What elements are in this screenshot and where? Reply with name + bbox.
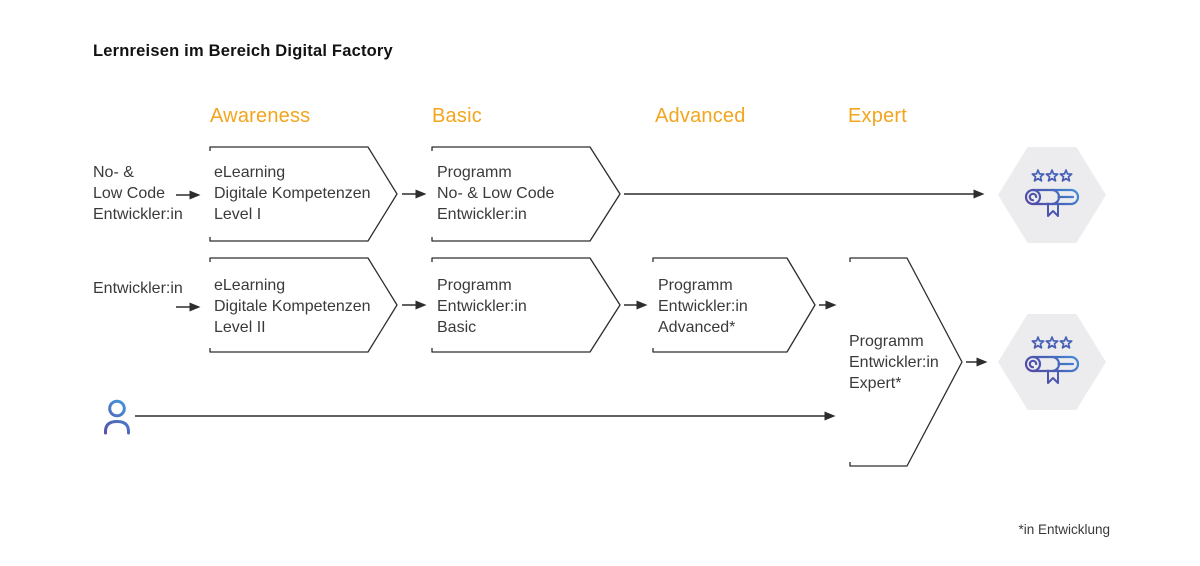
stage-basic-row2-label: Programm Entwickler:in Basic xyxy=(437,277,527,336)
stage-basic-row1-label: Programm No- & Low Code Entwickler:in xyxy=(437,164,555,223)
person-icon xyxy=(104,399,130,435)
footnote: *in Entwicklung xyxy=(1018,522,1110,537)
stage-awareness-row1-label: eLearning Digitale Kompetenzen Level I xyxy=(214,164,371,223)
certificate-badge-expert xyxy=(998,314,1106,410)
column-header-basic: Basic xyxy=(432,105,482,127)
stage-awareness-row2-label: eLearning Digitale Kompetenzen Level II xyxy=(214,277,371,336)
entry-label-entwickler: Entwickler:in xyxy=(93,280,183,297)
column-header-awareness: Awareness xyxy=(210,105,311,127)
page-title: Lernreisen im Bereich Digital Factory xyxy=(93,42,393,60)
certificate-badge-row1 xyxy=(998,147,1106,243)
entry-label-no-low-code: No- & Low Code Entwickler:in xyxy=(93,164,183,223)
column-header-advanced: Advanced xyxy=(655,105,746,127)
stage-advanced-label: Programm Entwickler:in Advanced* xyxy=(658,277,748,336)
stage-expert-label: Programm Entwickler:in Expert* xyxy=(849,333,939,392)
column-header-expert: Expert xyxy=(848,105,908,127)
certificate-scroll-with-three-stars-icon xyxy=(1024,169,1080,217)
certificate-scroll-with-three-stars-icon xyxy=(1024,336,1080,384)
